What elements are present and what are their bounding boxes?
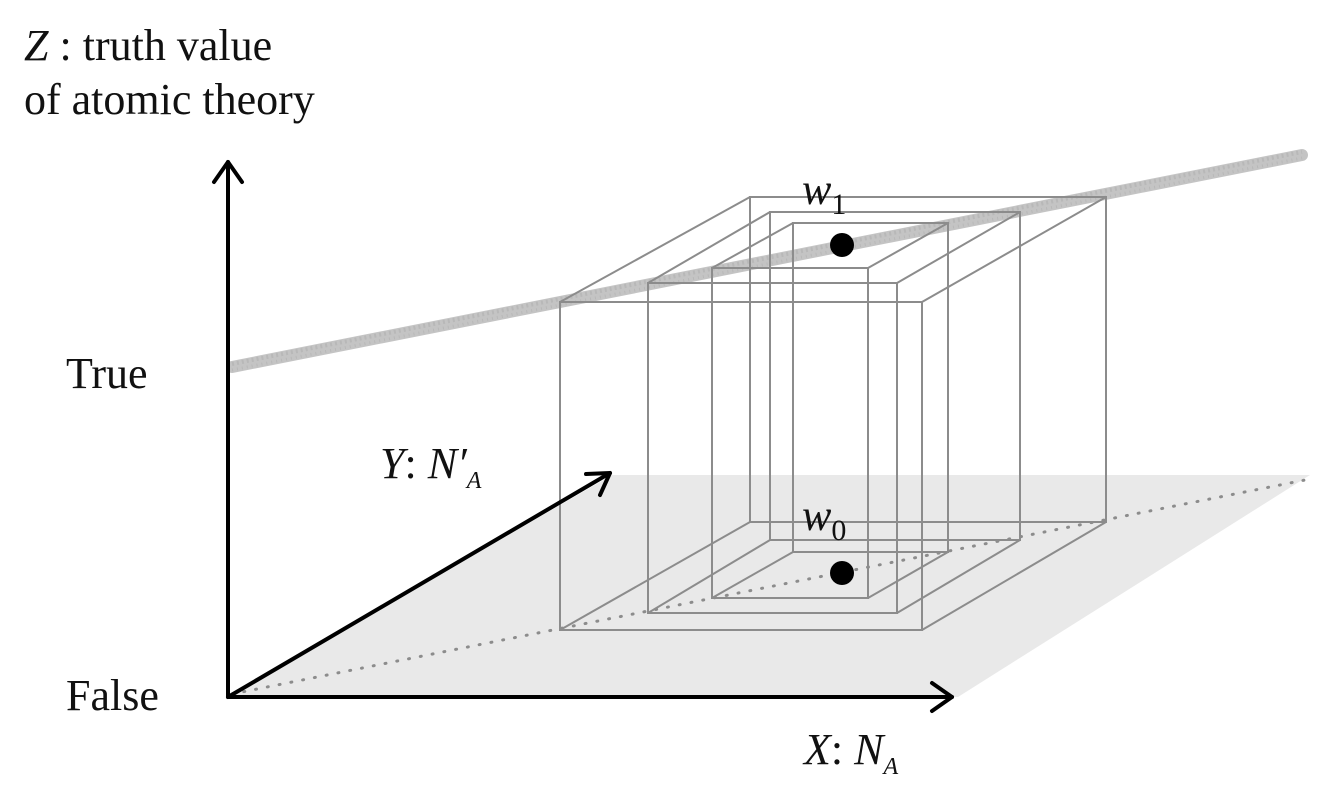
inner-box (711, 222, 949, 599)
z-axis-label: Z : truth value (24, 24, 272, 68)
y-axis-line (226, 471, 612, 699)
false-plane (228, 475, 1310, 697)
y-axis-prime: ′ (457, 439, 467, 488)
world-point-w0 (830, 561, 854, 585)
outer-box (559, 196, 1107, 631)
y-axis-label: Y: N′A (380, 439, 482, 494)
world-w1-sub: 1 (831, 188, 847, 221)
x-axis-variable: X (804, 725, 831, 774)
z-axis-title-line1: truth value (82, 21, 273, 70)
z-axis-variable: Z (24, 21, 49, 70)
z-axis-arrowhead (212, 160, 244, 184)
world-label-w0: w0 (802, 494, 846, 546)
true-level-label: True (66, 349, 148, 398)
y-axis-arrowhead (584, 471, 612, 497)
z-axis-separator: : (48, 21, 83, 70)
axes (212, 160, 954, 713)
x-axis-name: N (854, 725, 884, 774)
x-axis-label: X: NA (804, 725, 899, 780)
world-w1-var: w (802, 165, 832, 214)
y-axis-variable: Y (380, 439, 405, 488)
plane-diagonal-dotted (230, 478, 1307, 696)
middle-box (647, 211, 1021, 614)
x-axis-separator: : (830, 725, 855, 774)
y-axis-name: N (427, 439, 458, 488)
nested-boxes (559, 196, 1107, 631)
world-point-w1 (830, 233, 854, 257)
y-axis-separator: : (404, 439, 428, 488)
world-w0-var: w (802, 491, 832, 540)
z-axis-title-line2: of atomic theory (24, 75, 315, 124)
world-w0-sub: 0 (831, 514, 847, 547)
false-level-label: False (66, 671, 159, 720)
x-axis-subscript: A (883, 754, 899, 780)
y-axis-subscript: A (466, 468, 482, 494)
world-label-w1: w1 (802, 168, 846, 220)
true-band (226, 149, 1308, 373)
x-axis-arrowhead (930, 681, 954, 713)
